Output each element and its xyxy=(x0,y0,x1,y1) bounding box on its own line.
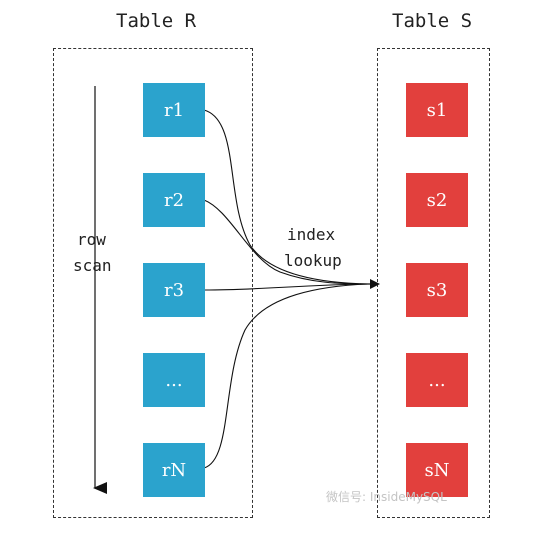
table-r-cell-r2: r2 xyxy=(143,173,205,227)
table-r-title: Table R xyxy=(116,10,197,32)
table-r-cell-rN: rN xyxy=(143,443,205,497)
lookup-curve-r1 xyxy=(203,109,369,285)
table-r-cell-r1: r1 xyxy=(143,83,205,137)
row-scan-label-line2: scan xyxy=(73,256,112,275)
table-s-cell-s1: s1 xyxy=(406,83,468,137)
index-lookup-label-line1: index xyxy=(287,225,336,244)
watermark: 微信号: InsideMySQL xyxy=(326,490,447,504)
table-s-cell-sN: sN xyxy=(406,443,468,497)
row-scan-label-line1: row xyxy=(77,230,106,249)
lookup-curve-r3 xyxy=(203,283,369,291)
table-s-cell-s2: s2 xyxy=(406,173,468,227)
table-r-cell-ellipsis: ... xyxy=(143,353,205,407)
index-lookup-label-line2: lookup xyxy=(284,251,342,270)
table-r-cell-r3: r3 xyxy=(143,263,205,317)
table-s-cell-s3: s3 xyxy=(406,263,468,317)
lookup-curve-rN xyxy=(203,283,369,469)
lookup-curve-r2 xyxy=(203,199,369,285)
table-s-cell-ellipsis: ... xyxy=(406,353,468,407)
table-r-frame xyxy=(53,48,253,518)
table-s-title: Table S xyxy=(392,10,473,32)
